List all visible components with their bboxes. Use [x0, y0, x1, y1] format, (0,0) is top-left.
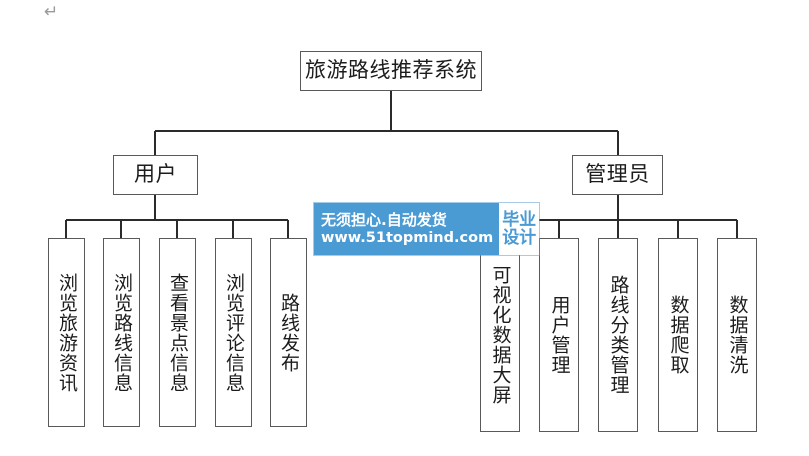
node-user-function-1[interactable]: 浏览旅游资讯: [48, 238, 85, 427]
node-user-function-3[interactable]: 查看景点信息: [159, 238, 196, 427]
node-admin-function-5-label: 数据清洗: [726, 295, 748, 375]
node-user-function-5[interactable]: 路线发布: [270, 238, 307, 427]
paragraph-return-icon: ↵: [44, 2, 59, 22]
node-admin-function-5[interactable]: 数据清洗: [717, 238, 757, 432]
node-user-function-4-label: 浏览评论信息: [223, 272, 244, 393]
node-admin-function-3[interactable]: 路线分类管理: [598, 238, 638, 432]
node-admin-function-2[interactable]: 用户管理: [539, 238, 579, 432]
node-user-function-2-label: 浏览路线信息: [111, 272, 132, 393]
node-user-function-2[interactable]: 浏览路线信息: [103, 238, 140, 427]
node-user-function-5-label: 路线发布: [278, 292, 299, 373]
node-actor-admin[interactable]: 管理员: [572, 155, 663, 195]
node-admin-function-1[interactable]: 可视化数据大屏: [480, 238, 520, 432]
watermark-text-block: 无须担心.自动发货 www.51topmind.com: [314, 203, 500, 255]
node-admin-function-2-label: 用户管理: [548, 295, 570, 375]
node-user-function-1-label: 浏览旅游资讯: [56, 272, 77, 393]
node-user-function-4[interactable]: 浏览评论信息: [215, 238, 252, 427]
watermark-badge-line2: 设计: [502, 228, 537, 248]
node-actor-admin-label: 管理员: [585, 162, 650, 187]
node-root[interactable]: 旅游路线推荐系统: [300, 51, 482, 91]
node-admin-function-1-label: 可视化数据大屏: [489, 265, 511, 405]
watermark-line2: www.51topmind.com: [321, 229, 494, 246]
node-actor-user[interactable]: 用户: [113, 155, 198, 195]
watermark-badge-line1: 毕业: [502, 209, 537, 230]
watermark-line1: 无须担心.自动发货: [321, 210, 447, 229]
node-user-function-3-label: 查看景点信息: [167, 272, 188, 393]
node-root-label: 旅游路线推荐系统: [305, 58, 477, 83]
node-actor-user-label: 用户: [134, 162, 177, 187]
watermark-overlay: 无须担心.自动发货 www.51topmind.com 毕业 设计: [314, 203, 540, 255]
node-admin-function-3-label: 路线分类管理: [607, 275, 629, 395]
watermark-badge: 毕业 设计: [499, 203, 540, 255]
node-admin-function-4-label: 数据爬取: [667, 295, 689, 375]
node-admin-function-4[interactable]: 数据爬取: [658, 238, 698, 432]
